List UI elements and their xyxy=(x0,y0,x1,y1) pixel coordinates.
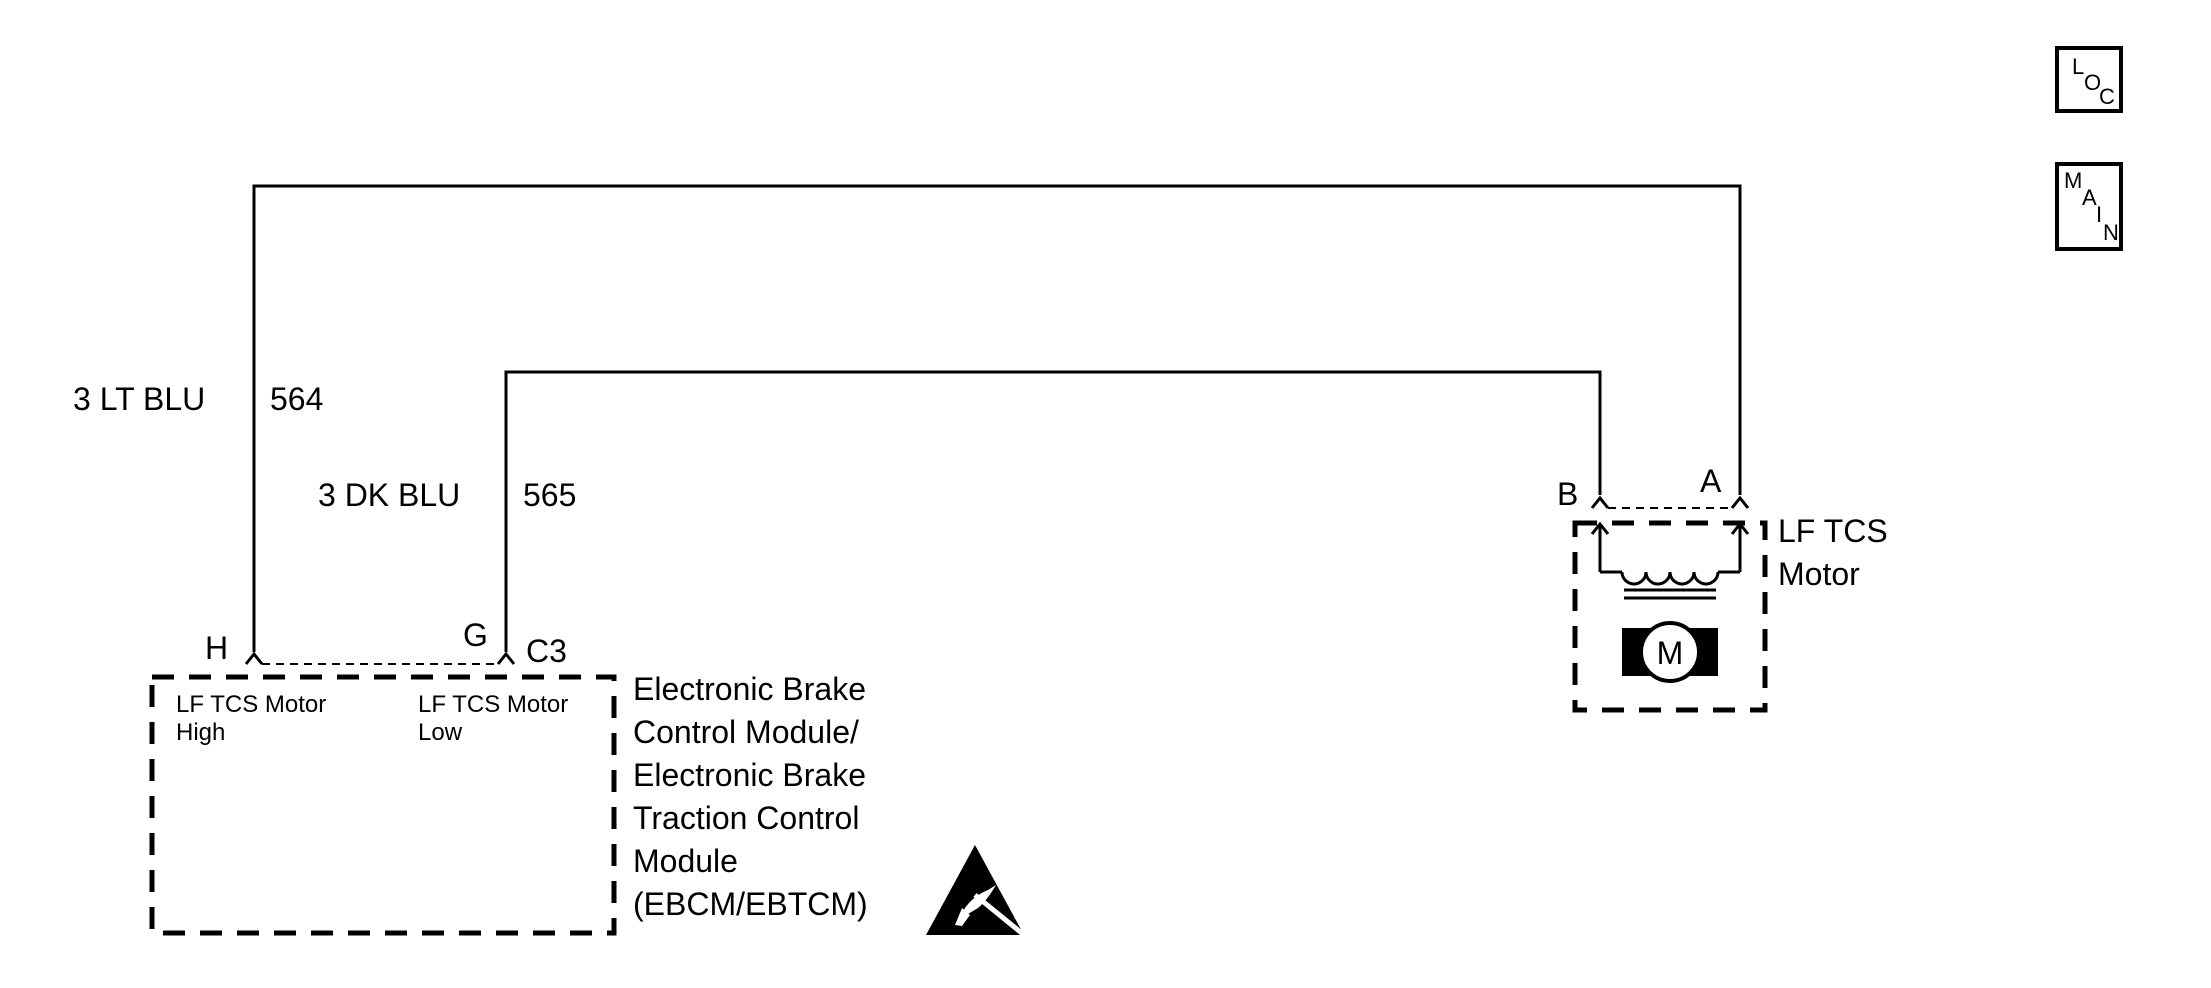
ebcm-pin-high-label-1: LF TCS Motor xyxy=(176,691,326,718)
motor-name-line-2: Motor xyxy=(1778,556,1860,592)
motor-name-line-1: LF TCS xyxy=(1778,513,1888,549)
ebcm-connector-label: C3 xyxy=(526,633,567,669)
ebcm-pin-g-label: G xyxy=(463,617,488,653)
ebcm-name-line-3: Electronic Brake xyxy=(633,757,866,793)
loc-letter-c: C xyxy=(2099,84,2115,109)
loc-letter-o: O xyxy=(2084,70,2101,95)
motor-symbol-letter: M xyxy=(1657,635,1684,671)
motor-symbol-icon: M xyxy=(1622,621,1718,683)
motor-pin-a-terminal xyxy=(1730,495,1750,509)
ebcm-pin-h-terminal xyxy=(244,651,264,665)
ebcm-pin-h-label: H xyxy=(205,630,228,666)
ebcm-name-line-4: Traction Control xyxy=(633,800,859,836)
wire-564 xyxy=(252,184,1742,652)
loc-letter-l: L xyxy=(2072,54,2084,79)
ebcm-name-line-2: Control Module/ xyxy=(633,714,859,750)
wire-564-color-label: 3 LT BLU xyxy=(73,381,205,417)
wire-565-circuit-label: 565 xyxy=(523,477,576,513)
main-letter-i: I xyxy=(2096,202,2102,227)
motor-internals xyxy=(1590,521,1750,600)
ebcm-pin-g-terminal xyxy=(496,651,516,665)
ebcm-name-line-5: Module xyxy=(633,843,738,879)
wire-565-color-label: 3 DK BLU xyxy=(318,477,460,513)
ebcm-pin-low-label-2: Low xyxy=(418,719,463,746)
main-letter-m: M xyxy=(2064,168,2082,193)
motor-component-box xyxy=(1572,520,1768,713)
main-button[interactable]: M A I N xyxy=(2055,162,2123,251)
main-letter-n: N xyxy=(2103,220,2119,245)
loc-button[interactable]: L O C xyxy=(2055,46,2123,113)
motor-pin-b-label: B xyxy=(1557,476,1578,512)
ebcm-name-line-6: (EBCM/EBTCM) xyxy=(633,886,868,922)
wire-564-circuit-label: 564 xyxy=(270,381,323,417)
wire-565 xyxy=(504,370,1602,652)
motor-pin-b-terminal xyxy=(1590,495,1610,509)
esd-warning-icon xyxy=(926,845,1026,937)
ebcm-name-line-1: Electronic Brake xyxy=(633,671,866,707)
motor-pin-a-label: A xyxy=(1700,463,1722,499)
ebcm-pin-high-label-2: High xyxy=(176,719,225,746)
main-letter-a: A xyxy=(2082,185,2097,210)
ebcm-module-box xyxy=(149,674,617,936)
ebcm-pin-low-label-1: LF TCS Motor xyxy=(418,691,568,718)
